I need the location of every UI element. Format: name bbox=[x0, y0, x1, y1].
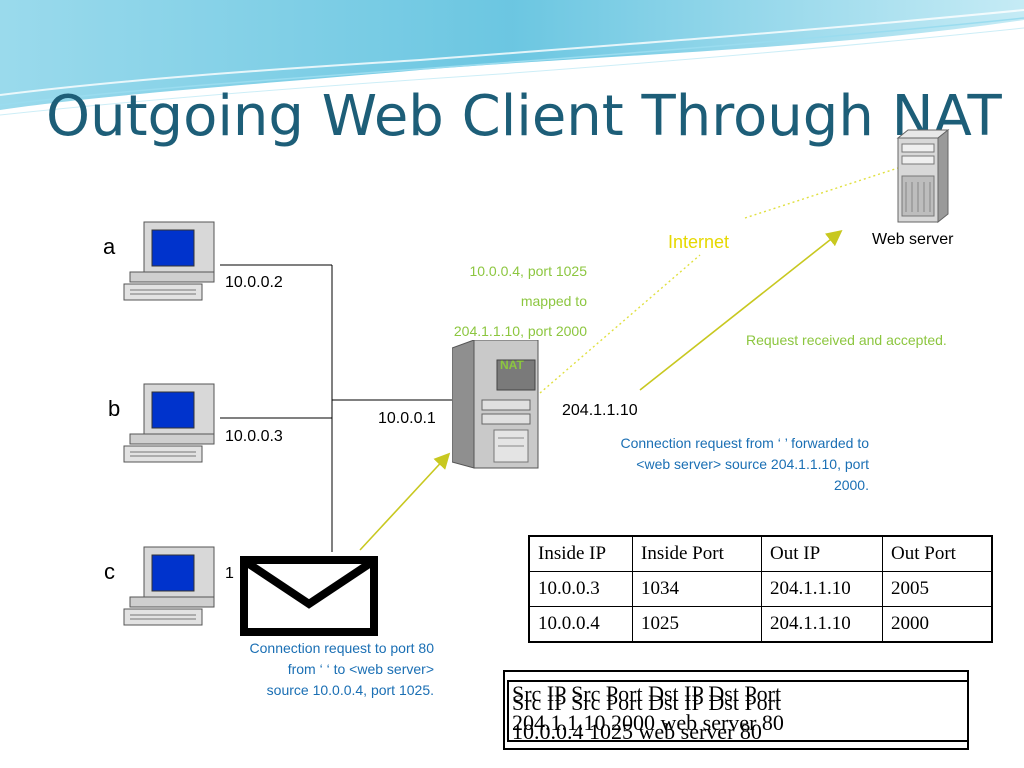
web-server bbox=[894, 128, 954, 228]
mapping-line-1: 10.0.0.4, port 1025 bbox=[469, 263, 587, 279]
nat-box: NAT bbox=[451, 339, 542, 475]
client-note: Connection request to port 80 from ‘ ‘ t… bbox=[250, 638, 434, 701]
envelope bbox=[234, 552, 384, 642]
nat-table: Inside IP Inside Port Out IP Out Port 10… bbox=[528, 535, 993, 643]
envelope-icon bbox=[234, 552, 384, 637]
table-row: 10.0.0.4 1025 204.1.1.10 2000 bbox=[528, 606, 993, 643]
accepted-note: Request received and accepted. bbox=[746, 332, 947, 348]
computer-a bbox=[120, 220, 220, 310]
client-line-3: source 10.0.0.4, port 1025. bbox=[266, 682, 434, 698]
nat-box-icon bbox=[451, 339, 539, 469]
table-cell: 10.0.0.4 bbox=[528, 606, 633, 643]
forwarded-line-3: 2000. bbox=[833, 477, 869, 493]
packet-header-a: Src IP Src Port Dst IP Dst Port bbox=[512, 681, 782, 706]
computer-b bbox=[120, 382, 220, 472]
table-cell: 1025 bbox=[632, 606, 762, 643]
table-cell: 204.1.1.10 bbox=[761, 571, 883, 607]
slide-title: Outgoing Web Client Through NAT bbox=[46, 84, 1002, 149]
client-line-2: from ‘ ‘ to <web server> bbox=[287, 661, 434, 677]
nat-inside-ip: 10.0.0.1 bbox=[378, 410, 436, 427]
nat-outside-ip: 204.1.1.10 bbox=[562, 402, 638, 419]
host-ip-b: 10.0.0.3 bbox=[225, 428, 283, 445]
client-line-1: Connection request to port 80 bbox=[249, 640, 434, 656]
packet-box-front bbox=[507, 680, 969, 742]
mapping-line-3: 204.1.1.10, port 2000 bbox=[453, 323, 587, 339]
forwarded-note: Connection request from ‘ ’ forwarded to… bbox=[621, 433, 870, 496]
nat-table-header: Out Port bbox=[882, 535, 993, 572]
table-cell: 204.1.1.10 bbox=[761, 606, 883, 643]
server-icon bbox=[896, 128, 950, 224]
host-ip-c: 1 bbox=[225, 565, 234, 582]
host-ip-a: 10.0.0.2 bbox=[225, 274, 283, 291]
nat-table-header: Out IP bbox=[761, 535, 883, 572]
computer-icon bbox=[123, 546, 215, 626]
host-label-a: a bbox=[103, 234, 116, 259]
packet-row-a: 204.1.1.10 2000 web server 80 bbox=[512, 710, 784, 735]
nat-box-label: NAT bbox=[500, 358, 524, 372]
wave-background bbox=[0, 0, 1024, 116]
nat-table-header: Inside IP bbox=[528, 535, 633, 572]
packet-row-b: 10.0.0.4 1025 web server 80 bbox=[512, 719, 762, 744]
table-cell: 2005 bbox=[882, 571, 993, 607]
forwarded-line-1: Connection request from ‘ ’ forwarded to bbox=[620, 435, 870, 451]
table-cell: 1034 bbox=[632, 571, 762, 607]
host-label-b: b bbox=[108, 396, 121, 421]
computer-icon bbox=[123, 221, 215, 301]
nat-table-container: Inside IP Inside Port Out IP Out Port 10… bbox=[528, 535, 993, 643]
host-label-c: c bbox=[104, 559, 115, 584]
computer-icon bbox=[123, 383, 215, 463]
nat-table-header: Inside Port bbox=[632, 535, 762, 572]
internet-label: Internet bbox=[668, 232, 730, 252]
table-cell: 10.0.0.3 bbox=[528, 571, 633, 607]
table-cell: 2000 bbox=[882, 606, 993, 643]
web-server-label: Web server bbox=[872, 231, 954, 248]
table-row: 10.0.0.3 1034 204.1.1.10 2005 bbox=[528, 571, 993, 607]
nat-table-header-row: Inside IP Inside Port Out IP Out Port bbox=[528, 535, 993, 572]
computer-c bbox=[120, 545, 220, 635]
packet-header-b: Src IP Src Port Dst IP Dst Port bbox=[512, 690, 782, 715]
mapping-note: 10.0.0.4, port 1025 mapped to 204.1.1.10… bbox=[454, 256, 587, 346]
forwarded-line-2: <web server> source 204.1.1.10, port bbox=[636, 456, 869, 472]
mapping-line-2: mapped to bbox=[520, 293, 587, 309]
